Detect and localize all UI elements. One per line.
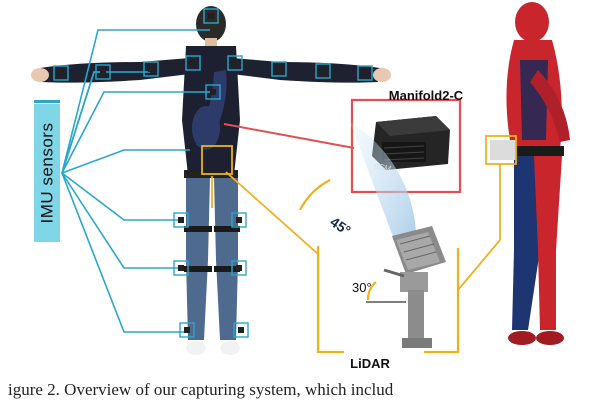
imu-sensor-marker [271, 61, 287, 77]
imu-sensor-marker [233, 322, 249, 338]
person-side-view [490, 2, 570, 345]
mount-angle-label: 30° [352, 280, 372, 295]
manifold-label: Manifold2-C [388, 88, 464, 103]
lidar-detail [299, 122, 460, 354]
imu-sensors-label: IMU sensors [34, 104, 60, 242]
lidar-connectors [201, 135, 517, 291]
imu-sensor-marker [173, 212, 189, 228]
person-back-view [31, 6, 391, 355]
imu-sensor-marker [357, 65, 373, 81]
imu-connector-lines [61, 29, 212, 333]
fov-angle-arc [299, 179, 331, 211]
mount-angle-arc [366, 281, 377, 301]
imu-sensor-marker [185, 55, 201, 71]
figure-illustration [31, 2, 570, 355]
lidar-fov-cone [350, 122, 416, 250]
imu-sensor-markers [53, 8, 373, 338]
imu-sensor-marker [205, 84, 221, 100]
imu-label-bar [34, 100, 60, 103]
imu-sensor-marker [143, 61, 159, 77]
imu-sensors-text: IMU sensors [37, 122, 57, 224]
imu-label-background [34, 104, 60, 242]
imu-sensor-marker [231, 260, 247, 276]
imu-sensor-marker [53, 65, 69, 81]
imu-sensor-marker [179, 322, 195, 338]
manifold-connector [223, 123, 355, 149]
imu-sensor-marker [231, 212, 247, 228]
imu-sensor-marker [227, 55, 243, 71]
figure-caption: igure 2. Overview of our capturing syste… [8, 380, 394, 399]
imu-sensor-marker [95, 64, 111, 80]
imu-sensor-marker [173, 260, 189, 276]
imu-sensor-marker [203, 8, 219, 24]
lidar-label: LiDAR [350, 356, 390, 371]
imu-sensor-marker [315, 63, 331, 79]
